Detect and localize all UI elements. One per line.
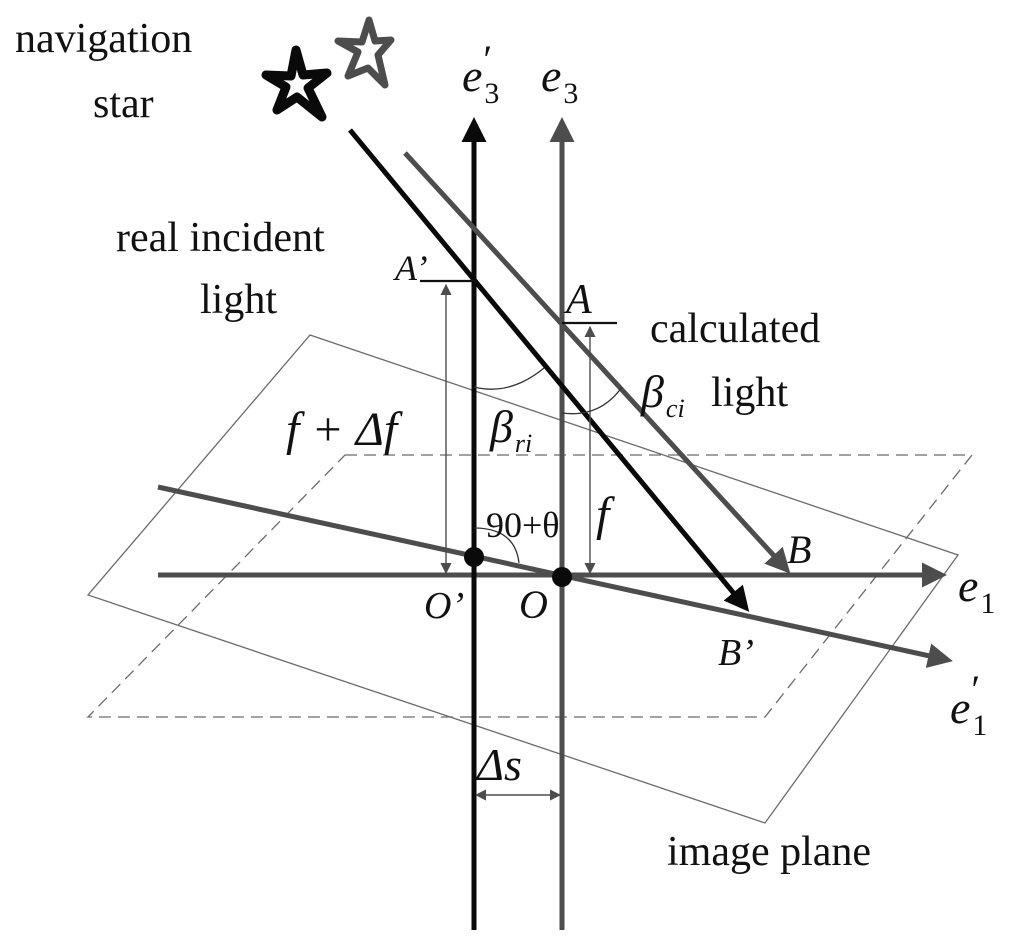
calculated-light-ray [403,151,791,574]
label-beta-ci: βci [640,366,685,423]
label-navigation-star-1: navigation [15,16,192,62]
label-beta-ri: βri [489,401,532,458]
label-e1-prime: e1′ [950,667,987,742]
label-delta-s: Δs [475,739,522,790]
label-navigation-star-2: star [93,81,154,127]
origin-O-dot [552,567,572,587]
label-point-B-prime: B’ [718,632,754,674]
image-plane-dashed [86,454,974,718]
label-point-A: A [563,277,592,323]
origin-O-prime-dot [464,547,484,567]
angle-arc-beta-ri [473,367,545,390]
star-icon-real [261,45,332,122]
label-calculated-2: light [711,370,788,416]
label-e1: e1 [958,560,995,620]
label-e3: e3 [541,50,578,110]
label-point-B: B [787,527,811,572]
label-origin-O: O [519,582,548,627]
label-image-plane: image plane [667,829,871,875]
label-point-A-prime: A’ [393,248,428,288]
label-f-plus-delta-f: f + Δf [286,403,403,456]
angle-arc-beta-ci [561,386,623,415]
image-plane-solid [86,334,960,824]
label-angle-90-theta: 90+θ [486,505,560,545]
label-real-incident-1: real incident [116,215,325,261]
star-icon-calculated [334,16,395,89]
label-e3-prime: e3′ [462,37,499,110]
label-real-incident-2: light [200,277,277,323]
angle-arc-90-theta [473,527,520,564]
label-origin-O-prime: O’ [424,585,464,627]
label-calculated-1: calculated [650,306,820,352]
real-incident-light-ray [348,128,750,612]
label-f: f [596,488,615,541]
